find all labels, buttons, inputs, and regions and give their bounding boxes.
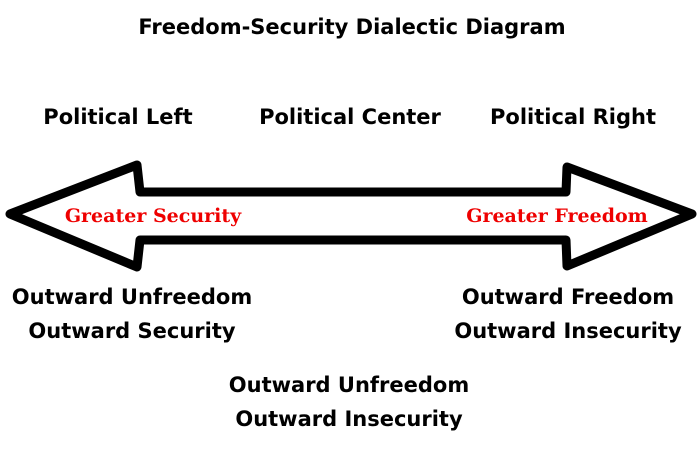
outcome-center: Outward Unfreedom Outward Insecurity bbox=[229, 368, 469, 436]
outcome-right-line-2: Outward Insecurity bbox=[454, 319, 682, 343]
outcome-center-line-2: Outward Insecurity bbox=[235, 407, 463, 431]
arrow-shape bbox=[5, 160, 697, 272]
label-political-left: Political Left bbox=[43, 105, 193, 129]
outcome-right-line-1: Outward Freedom bbox=[461, 285, 675, 309]
outcome-center-line-1: Outward Unfreedom bbox=[228, 373, 470, 397]
outcome-right: Outward Freedom Outward Insecurity bbox=[454, 280, 681, 348]
label-political-right: Political Right bbox=[490, 105, 656, 129]
diagram-title: Freedom-Security Dialectic Diagram bbox=[138, 15, 566, 39]
outcome-left-line-2: Outward Security bbox=[28, 319, 236, 343]
label-political-center: Political Center bbox=[259, 105, 441, 129]
greater-security-label: Greater Security bbox=[65, 205, 242, 227]
greater-freedom-label: Greater Freedom bbox=[466, 205, 648, 227]
outcome-left-line-1: Outward Unfreedom bbox=[11, 285, 253, 309]
outcome-left: Outward Unfreedom Outward Security bbox=[12, 280, 252, 348]
